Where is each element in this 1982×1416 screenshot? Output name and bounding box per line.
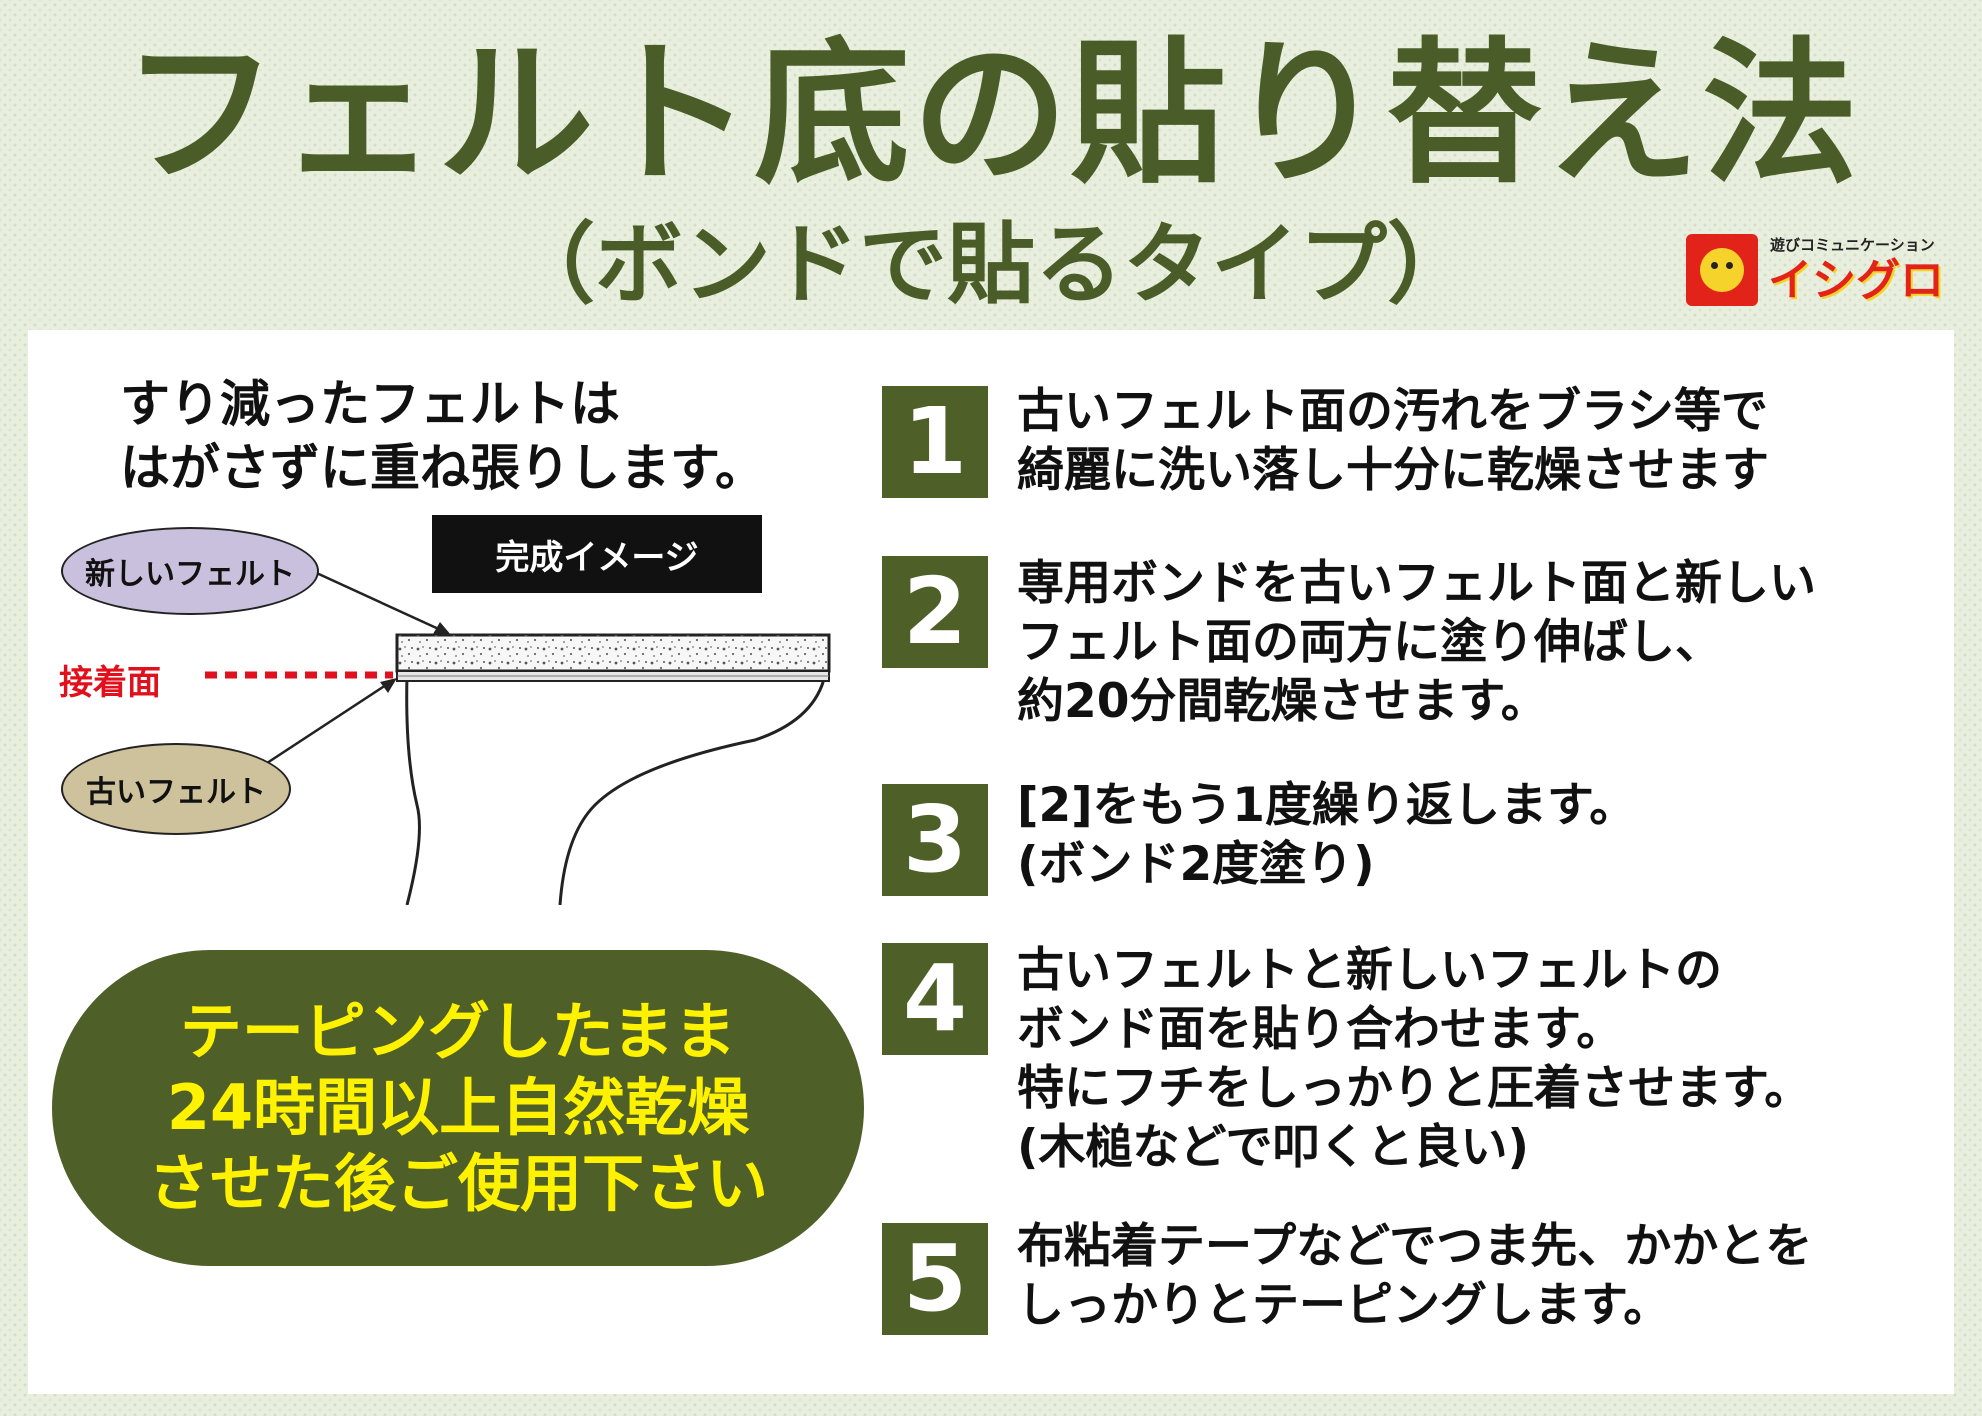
notice-line: させた後ご使用下さい	[147, 1147, 768, 1220]
step-number: 4	[882, 943, 988, 1055]
step-text: 古いフェルトと新しいフェルトの ボンド面を貼り合わせます。 特にフチをしっかりと…	[1017, 941, 1811, 1177]
notice-line: テーピングしたまま	[179, 995, 737, 1068]
new-felt-label: 新しいフェルト	[61, 527, 319, 615]
mascot-logo-icon	[1686, 234, 1758, 306]
step-line: 古いフェルトと新しいフェルトの	[1017, 943, 1722, 998]
page-subtitle: （ボンドで貼るタイプ）	[506, 213, 1475, 316]
step-line: 綺麗に洗い落し十分に乾燥させます	[1017, 443, 1769, 498]
drying-notice: テーピングしたまま 24時間以上自然乾燥 させた後ご使用下さい	[52, 950, 864, 1266]
step-line: [2]をもう1度繰り返します。	[1017, 778, 1637, 833]
page-title: フェルト底の貼り替え法	[122, 23, 1860, 205]
felt-cross-section-illustration	[205, 568, 831, 905]
step-line: しっかりとテーピングします。	[1017, 1278, 1671, 1333]
step-line: 特にフチをしっかりと圧着させます。	[1017, 1061, 1812, 1116]
glue-surface-label: 接着面	[59, 663, 161, 703]
felt-diagram: 新しいフェルト 古いフェルト 完成イメージ 接着面	[55, 505, 865, 905]
step-text: 古いフェルト面の汚れをブラシ等で 綺麗に洗い落し十分に乾燥させます	[1017, 382, 1769, 500]
old-felt-label: 古いフェルト	[61, 743, 291, 835]
step-text: [2]をもう1度繰り返します。 (ボンド2度塗り)	[1017, 776, 1636, 894]
notice-line: 24時間以上自然乾燥	[166, 1071, 750, 1144]
brand-logo: 遊びコミュニケーション イシグロ	[1686, 234, 1944, 308]
step-number: 2	[882, 556, 988, 668]
step-number: 5	[882, 1223, 988, 1335]
step-line: (ボンド2度塗り)	[1017, 837, 1375, 892]
intro-line: はがさずに重ね張りします。	[120, 439, 765, 497]
intro-line: すり減ったフェルトは	[120, 375, 620, 433]
completed-image-label: 完成イメージ	[432, 515, 762, 593]
step-line: 約20分間乾燥させます。	[1017, 674, 1548, 729]
logo-tagline: 遊びコミュニケーション	[1770, 236, 1935, 254]
step-number: 3	[882, 784, 988, 896]
step-line: 専用ボンドを古いフェルト面と新しい	[1017, 556, 1816, 611]
logo-name: イシグロ	[1768, 255, 1944, 306]
step-text: 布粘着テープなどでつま先、かかとを しっかりとテーピングします。	[1017, 1217, 1812, 1335]
step-line: ボンド面を貼り合わせます。	[1017, 1002, 1624, 1057]
step-line: フェルト面の両方に塗り伸ばし、	[1017, 615, 1722, 670]
intro-text: すり減ったフェルトは はがさずに重ね張りします。	[120, 372, 765, 500]
step-line: 古いフェルト面の汚れをブラシ等で	[1017, 384, 1769, 439]
step-line: 布粘着テープなどでつま先、かかとを	[1017, 1219, 1813, 1274]
step-number: 1	[882, 386, 988, 498]
step-line: (木槌などで叩くと良い)	[1017, 1120, 1530, 1175]
step-text: 専用ボンドを古いフェルト面と新しい フェルト面の両方に塗り伸ばし、 約20分間乾…	[1017, 554, 1816, 731]
